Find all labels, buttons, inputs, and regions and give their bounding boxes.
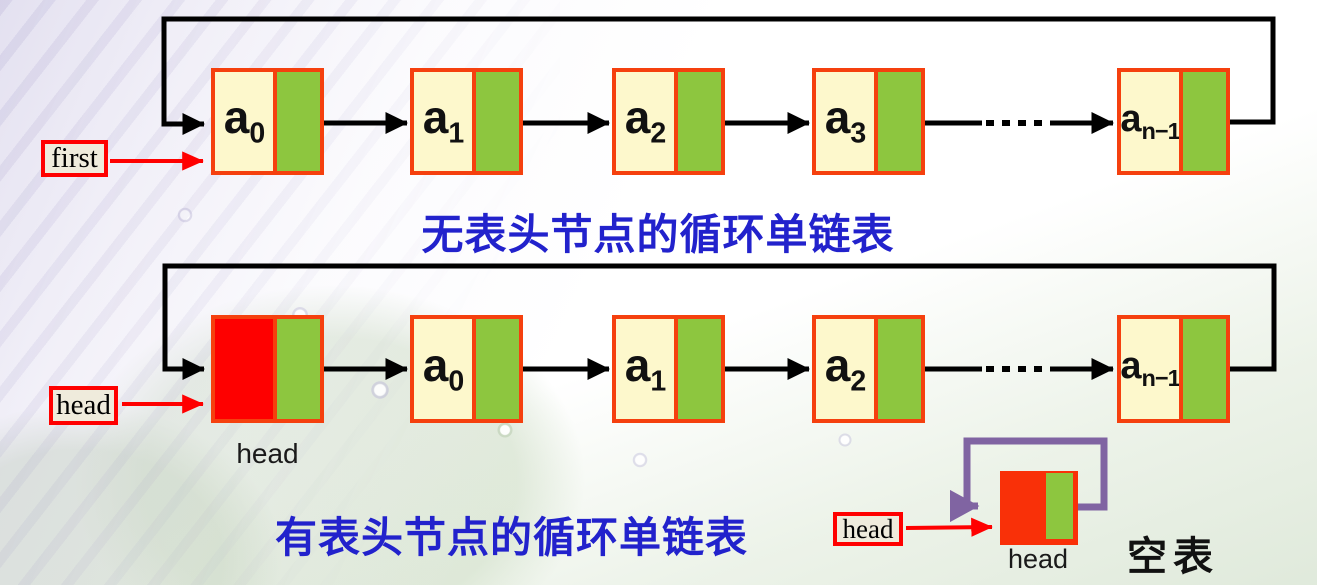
- list2-head-node: [211, 315, 324, 423]
- list2-caption: 有表头节点的循环单链表: [275, 513, 749, 562]
- list1-node-a1-data-cell: a1: [414, 72, 472, 171]
- head-pointer-label: head: [56, 389, 111, 421]
- empty-list-node-caption: head: [1007, 544, 1069, 574]
- list2-node-a1-data-cell: a1: [616, 319, 674, 419]
- empty-list-caption: 空表: [1127, 533, 1219, 580]
- list1-node-a2-pointer-cell: [674, 72, 721, 171]
- list2-node-a0-pointer-cell: [472, 319, 519, 419]
- list2-node-a1: a1: [612, 315, 725, 423]
- list1-caption: 无表头节点的循环单链表: [421, 210, 895, 259]
- list2-node-an1: an−1: [1117, 315, 1230, 423]
- list1-node-a2-data-cell: a2: [616, 72, 674, 171]
- list2-node-an1-data-cell: an−1: [1120, 319, 1181, 419]
- list1-node-an1: an−1: [1117, 68, 1230, 175]
- list2-node-a2: a2: [812, 315, 925, 423]
- list2-head-node-pointer-cell: [273, 319, 320, 419]
- list1-node-a0-data-cell: a0: [215, 72, 273, 171]
- list2-node-an1-pointer-cell: [1179, 319, 1226, 419]
- empty-list-head-node-pointer-cell: [1046, 473, 1073, 539]
- first-pointer-label: first: [51, 142, 98, 174]
- list2-node-a2-data-cell: a2: [816, 319, 874, 419]
- empty-list-head-pointer-label: head: [842, 513, 894, 544]
- list2-head-node-caption: head: [236, 438, 299, 469]
- list1-node-a2: a2: [612, 68, 725, 175]
- list2-node-a0-data-cell: a0: [414, 319, 472, 419]
- empty-list-head-pointer-tag: head: [833, 512, 903, 546]
- list1-node-a3-data-cell: a3: [816, 72, 874, 171]
- list2-node-a0: a0: [410, 315, 523, 423]
- list1-node-a1-pointer-cell: [472, 72, 519, 171]
- head-pointer-tag: head: [49, 386, 118, 425]
- list1-node-an1-data-cell: an−1: [1120, 72, 1181, 171]
- empty-list-head-node: [1000, 471, 1078, 545]
- list1-node-a3-pointer-cell: [874, 72, 921, 171]
- list1-node-a0: a0: [211, 68, 324, 175]
- list2-head-node-data-cell: [215, 319, 273, 419]
- list2-node-a2-pointer-cell: [874, 319, 921, 419]
- list1-node-a0-pointer-cell: [273, 72, 320, 171]
- first-pointer-tag: first: [41, 140, 108, 177]
- list1-node-a1: a1: [410, 68, 523, 175]
- list1-node-a3: a3: [812, 68, 925, 175]
- list2-node-a1-pointer-cell: [674, 319, 721, 419]
- list1-node-an1-pointer-cell: [1179, 72, 1226, 171]
